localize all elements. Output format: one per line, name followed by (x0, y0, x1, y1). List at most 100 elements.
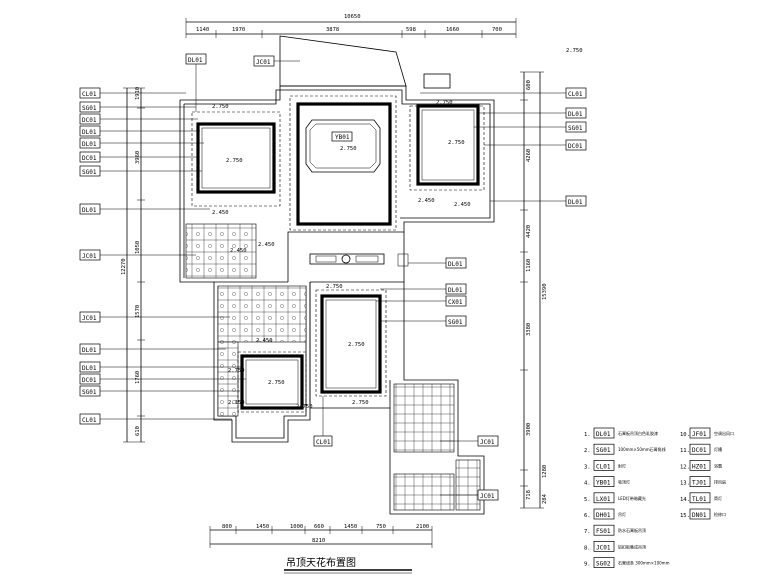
top-tag-dl01: DL01 (188, 57, 203, 64)
legend-num: 13. (680, 481, 690, 487)
top-dimension-chain (185, 18, 517, 38)
right-tag-group (376, 87, 587, 501)
elev-17: 2.750 (326, 284, 343, 290)
legend-code-box (593, 443, 615, 455)
right-dim-9: 284 (542, 493, 548, 504)
legend-num: 7. (584, 529, 591, 535)
legend-code: DN01 (692, 512, 707, 519)
bottom-dim-7: 2100 (416, 524, 429, 530)
left-tag-5: DL01 (82, 141, 97, 148)
right-tag-8: CX01 (448, 299, 463, 306)
right-tag-3: SG01 (568, 125, 583, 132)
legend-desc: 吸顶灯 (618, 479, 630, 485)
legend-code-box (593, 541, 615, 552)
left-dimension-chain (123, 87, 145, 443)
left-dim-6: 610 (135, 426, 141, 436)
right-tag-6: DL01 (448, 261, 463, 268)
left-tag-4: DL01 (82, 129, 97, 136)
legend-code-box (689, 476, 711, 487)
legend-code-box (593, 476, 615, 487)
right-tag-10: JC01 (480, 439, 495, 446)
elev-9: 2.750 (566, 48, 583, 54)
legend-num: 1. (584, 432, 591, 438)
legend-code-box (593, 508, 615, 520)
top-dim-1: 1140 (196, 27, 209, 33)
legend-desc: 防水石膏板吊顶 (618, 527, 646, 533)
right-dim-8: 718 (526, 490, 532, 500)
floor-plan-walls (179, 35, 495, 515)
tile-area-4 (393, 383, 455, 453)
light-strip (309, 253, 409, 267)
legend-desc: 检修口 (714, 511, 726, 517)
top-dim-4: 598 (406, 27, 416, 33)
left-dim-2: 3960 (135, 151, 141, 164)
legend-code: DH01 (596, 512, 611, 519)
elev-10: 2.450 (418, 198, 435, 204)
legend-code-box (689, 443, 711, 455)
bottom-dim-3: 1000 (290, 524, 303, 530)
left-tag-6: DC01 (82, 155, 97, 162)
right-dimension-chain (520, 71, 544, 509)
elev-2: 2.750 (212, 104, 229, 110)
legend-num: 5. (584, 497, 591, 503)
legend-num: 14. (680, 497, 690, 503)
bottom-dim-2: 1450 (256, 524, 269, 530)
legend-desc: 石膏线条 300mm×100mm (618, 560, 670, 566)
legend-desc: LED灯带暗藏光 (618, 495, 646, 501)
legend-code: JF01 (692, 431, 707, 438)
left-tag-13: DC01 (82, 377, 97, 384)
legend-desc: 石膏板吊顶白色乳胶漆 (618, 430, 658, 436)
left-dim-1: 1910 (135, 87, 141, 100)
right-dim-1: 600 (526, 80, 532, 90)
top-total-dim: 10650 (344, 14, 361, 20)
legend-code: SG01 (596, 447, 611, 454)
room-bedroom-2 (409, 104, 485, 191)
right-dim-7: 1280 (542, 465, 548, 478)
legend-num: 8. (584, 545, 591, 551)
right-tag-1: CL01 (568, 91, 583, 98)
legend-code: LX01 (596, 496, 611, 503)
legend-num: 15. (680, 513, 690, 519)
bottom-dim-6: 750 (376, 524, 386, 530)
right-tag-7: DL01 (448, 287, 463, 294)
legend-code: JC01 (596, 544, 611, 551)
elev-15: 2.450 (256, 338, 273, 344)
room-study (237, 351, 307, 413)
center-tag-yb01: YB01 (335, 134, 350, 141)
legend-desc: 筒灯 (714, 495, 722, 501)
bottom-dim-1: 800 (222, 524, 232, 530)
right-dim-6: 3900 (526, 423, 532, 436)
top-dim-5: 1660 (446, 27, 459, 33)
left-dim-3: 1050 (135, 241, 141, 254)
elev-4: 2.450 (212, 210, 229, 216)
top-dim-3: 3878 (326, 27, 339, 33)
left-tag-12: DL01 (82, 365, 97, 372)
legend-num: 10. (680, 432, 690, 438)
left-tag-7: SG01 (82, 169, 97, 176)
legend-num: 3. (584, 464, 591, 470)
left-tag-10: JC01 (82, 315, 97, 322)
legend-num: 12. (680, 464, 690, 470)
legend-num: 4. (584, 481, 591, 487)
top-dim-2: 1970 (232, 27, 245, 33)
center-tag-cl01: CL01 (316, 439, 331, 446)
room-bedroom-1 (191, 111, 281, 207)
elev-6: 2.450 (258, 242, 275, 248)
legend-desc: 射灯 (618, 462, 626, 468)
left-tag-8: DL01 (82, 207, 97, 214)
legend-num: 9. (584, 562, 591, 568)
legend-code: HZ01 (692, 463, 707, 470)
legend-code-box (593, 524, 615, 536)
legend-code: SG02 (596, 561, 611, 568)
left-tag-14: SG01 (82, 389, 97, 396)
legend-desc: 排风扇 (714, 479, 726, 485)
room-living (289, 95, 397, 231)
legend-code: FS01 (596, 528, 611, 535)
left-tag-15: CL01 (82, 417, 97, 424)
elev-16: 2.750 (352, 400, 369, 406)
bottom-total-dim: 8210 (312, 538, 325, 544)
left-tag-group (79, 87, 246, 425)
legend-desc: 空调出风口 (714, 430, 734, 436)
